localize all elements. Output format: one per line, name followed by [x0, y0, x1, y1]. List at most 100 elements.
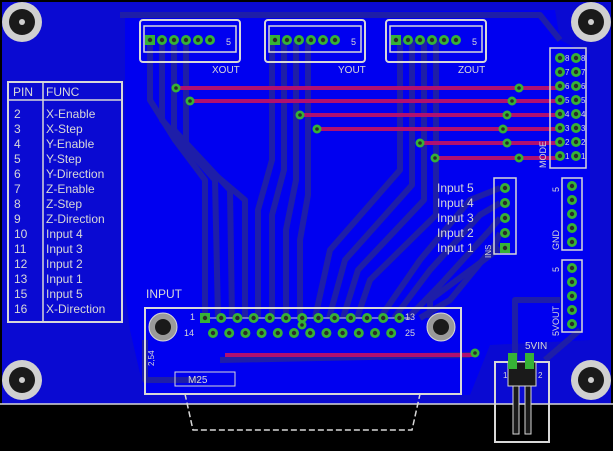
- fivevout-ref: 5VOUT: [551, 305, 561, 336]
- mode-number: 5: [581, 96, 586, 105]
- mode-pad: [571, 151, 581, 161]
- gnd-pads: [567, 181, 577, 247]
- via: [295, 110, 305, 120]
- input-label: Input 3: [437, 211, 474, 225]
- fivevout-number: 5: [551, 267, 561, 272]
- via: [430, 153, 440, 163]
- dsub-pad: [378, 313, 389, 323]
- pin-number: 7: [14, 182, 21, 196]
- dsub-pad: [281, 313, 291, 323]
- via: [312, 124, 322, 134]
- xout-pin-last: 5: [226, 37, 231, 47]
- pin-function: Input 2: [46, 257, 83, 271]
- mode-number: 7: [581, 68, 586, 77]
- mode-number: 1: [565, 152, 570, 161]
- dsub-pad: [353, 328, 364, 338]
- fivevin-pad-1: [508, 353, 517, 369]
- connector-pad: [306, 35, 316, 45]
- pin-function: Input 3: [46, 242, 83, 256]
- mounting-hole-icon: [2, 360, 42, 400]
- pin-function: X-Enable: [46, 107, 96, 121]
- via: [502, 138, 512, 148]
- connector-pad: [403, 35, 413, 45]
- dsub-pad: [232, 313, 243, 323]
- yout-label: YOUT: [338, 65, 366, 76]
- zout-label: ZOUT: [458, 65, 485, 76]
- input-pad: [500, 228, 510, 238]
- pin-function: Input 5: [46, 287, 83, 301]
- mode-number: 4: [565, 110, 570, 119]
- input-pads: [500, 183, 510, 253]
- input-connector-label: INPUT: [146, 287, 183, 301]
- gnd-header[interactable]: 5 GND: [551, 177, 583, 251]
- dsub-pad: [297, 313, 308, 323]
- dsub-mount-hole-right-icon: [426, 312, 456, 342]
- mode-pad: [555, 151, 565, 161]
- mounting-hole-icon: [2, 2, 42, 42]
- dsub-pad: [224, 328, 235, 338]
- dsub-pad: [208, 328, 218, 338]
- vias: [171, 83, 524, 358]
- pin-function: Z-Step: [46, 197, 82, 211]
- fivevin-pin2-label: 2: [538, 371, 543, 380]
- dsub-pad: [289, 328, 299, 338]
- pin-function: Z-Enable: [46, 182, 95, 196]
- mode-number: 1: [581, 152, 586, 161]
- dsub-pad: [216, 313, 227, 323]
- fivevout-pads: [567, 263, 577, 329]
- dsub-25-connector[interactable]: INPUT M25 1 13 14 25 2,54: [144, 287, 462, 431]
- dsub-pad: [337, 328, 348, 338]
- pin-number: 16: [14, 302, 28, 316]
- pin-number: 5: [14, 152, 21, 166]
- yout-pin-last: 5: [351, 37, 356, 47]
- gnd-pad: [567, 209, 577, 219]
- dsub-pad: [362, 313, 372, 323]
- pin-number: 8: [14, 197, 21, 211]
- fivevin-pin1-label: 1: [503, 371, 508, 380]
- pin-number: 2: [14, 107, 21, 121]
- fivevin-jack[interactable]: 5VIN 1 2: [494, 341, 550, 443]
- via: [507, 96, 517, 106]
- gnd-pad: [567, 223, 577, 233]
- mode-pad: [555, 95, 565, 105]
- dsub-pad: [248, 313, 259, 323]
- gnd-ref: GND: [551, 230, 561, 251]
- input-label: Input 4: [437, 196, 474, 210]
- input-label: Input 5: [437, 181, 474, 195]
- pin-function: X-Step: [46, 122, 83, 136]
- pin-table-header-func: FUNC: [46, 85, 80, 99]
- zout-pin-last: 5: [472, 37, 477, 47]
- top-traces: [176, 86, 560, 357]
- via: [514, 153, 524, 163]
- via: [185, 96, 195, 106]
- dsub-pad: [370, 328, 380, 338]
- fivevout-pad: [567, 291, 577, 301]
- ins-ref: INS: [484, 245, 493, 258]
- connector-pad: [391, 35, 401, 45]
- pitch-label: 2,54: [147, 350, 156, 366]
- mode-number: 8: [565, 54, 570, 63]
- pin-function: Input 1: [46, 272, 83, 286]
- dsub-pad: [386, 328, 397, 338]
- pin-number: 12: [14, 257, 28, 271]
- dsub-pad: [264, 313, 275, 323]
- pin-function: Y-Step: [46, 152, 82, 166]
- mode-pad: [571, 95, 581, 105]
- connector-pad: [205, 35, 215, 45]
- mode-pad: [555, 109, 565, 119]
- mode-pad: [555, 137, 565, 147]
- via: [415, 138, 425, 148]
- fivevout-pad: [567, 305, 577, 315]
- fivevout-pad: [567, 263, 577, 273]
- dsub-pad: [321, 328, 332, 338]
- mode-number: 7: [565, 68, 570, 77]
- mode-pad: [555, 67, 565, 77]
- fivevout-header[interactable]: 5 5VOUT: [551, 259, 583, 336]
- pin-table-header-pin: PIN: [13, 85, 33, 99]
- input-pad: [500, 243, 510, 253]
- via: [297, 320, 307, 330]
